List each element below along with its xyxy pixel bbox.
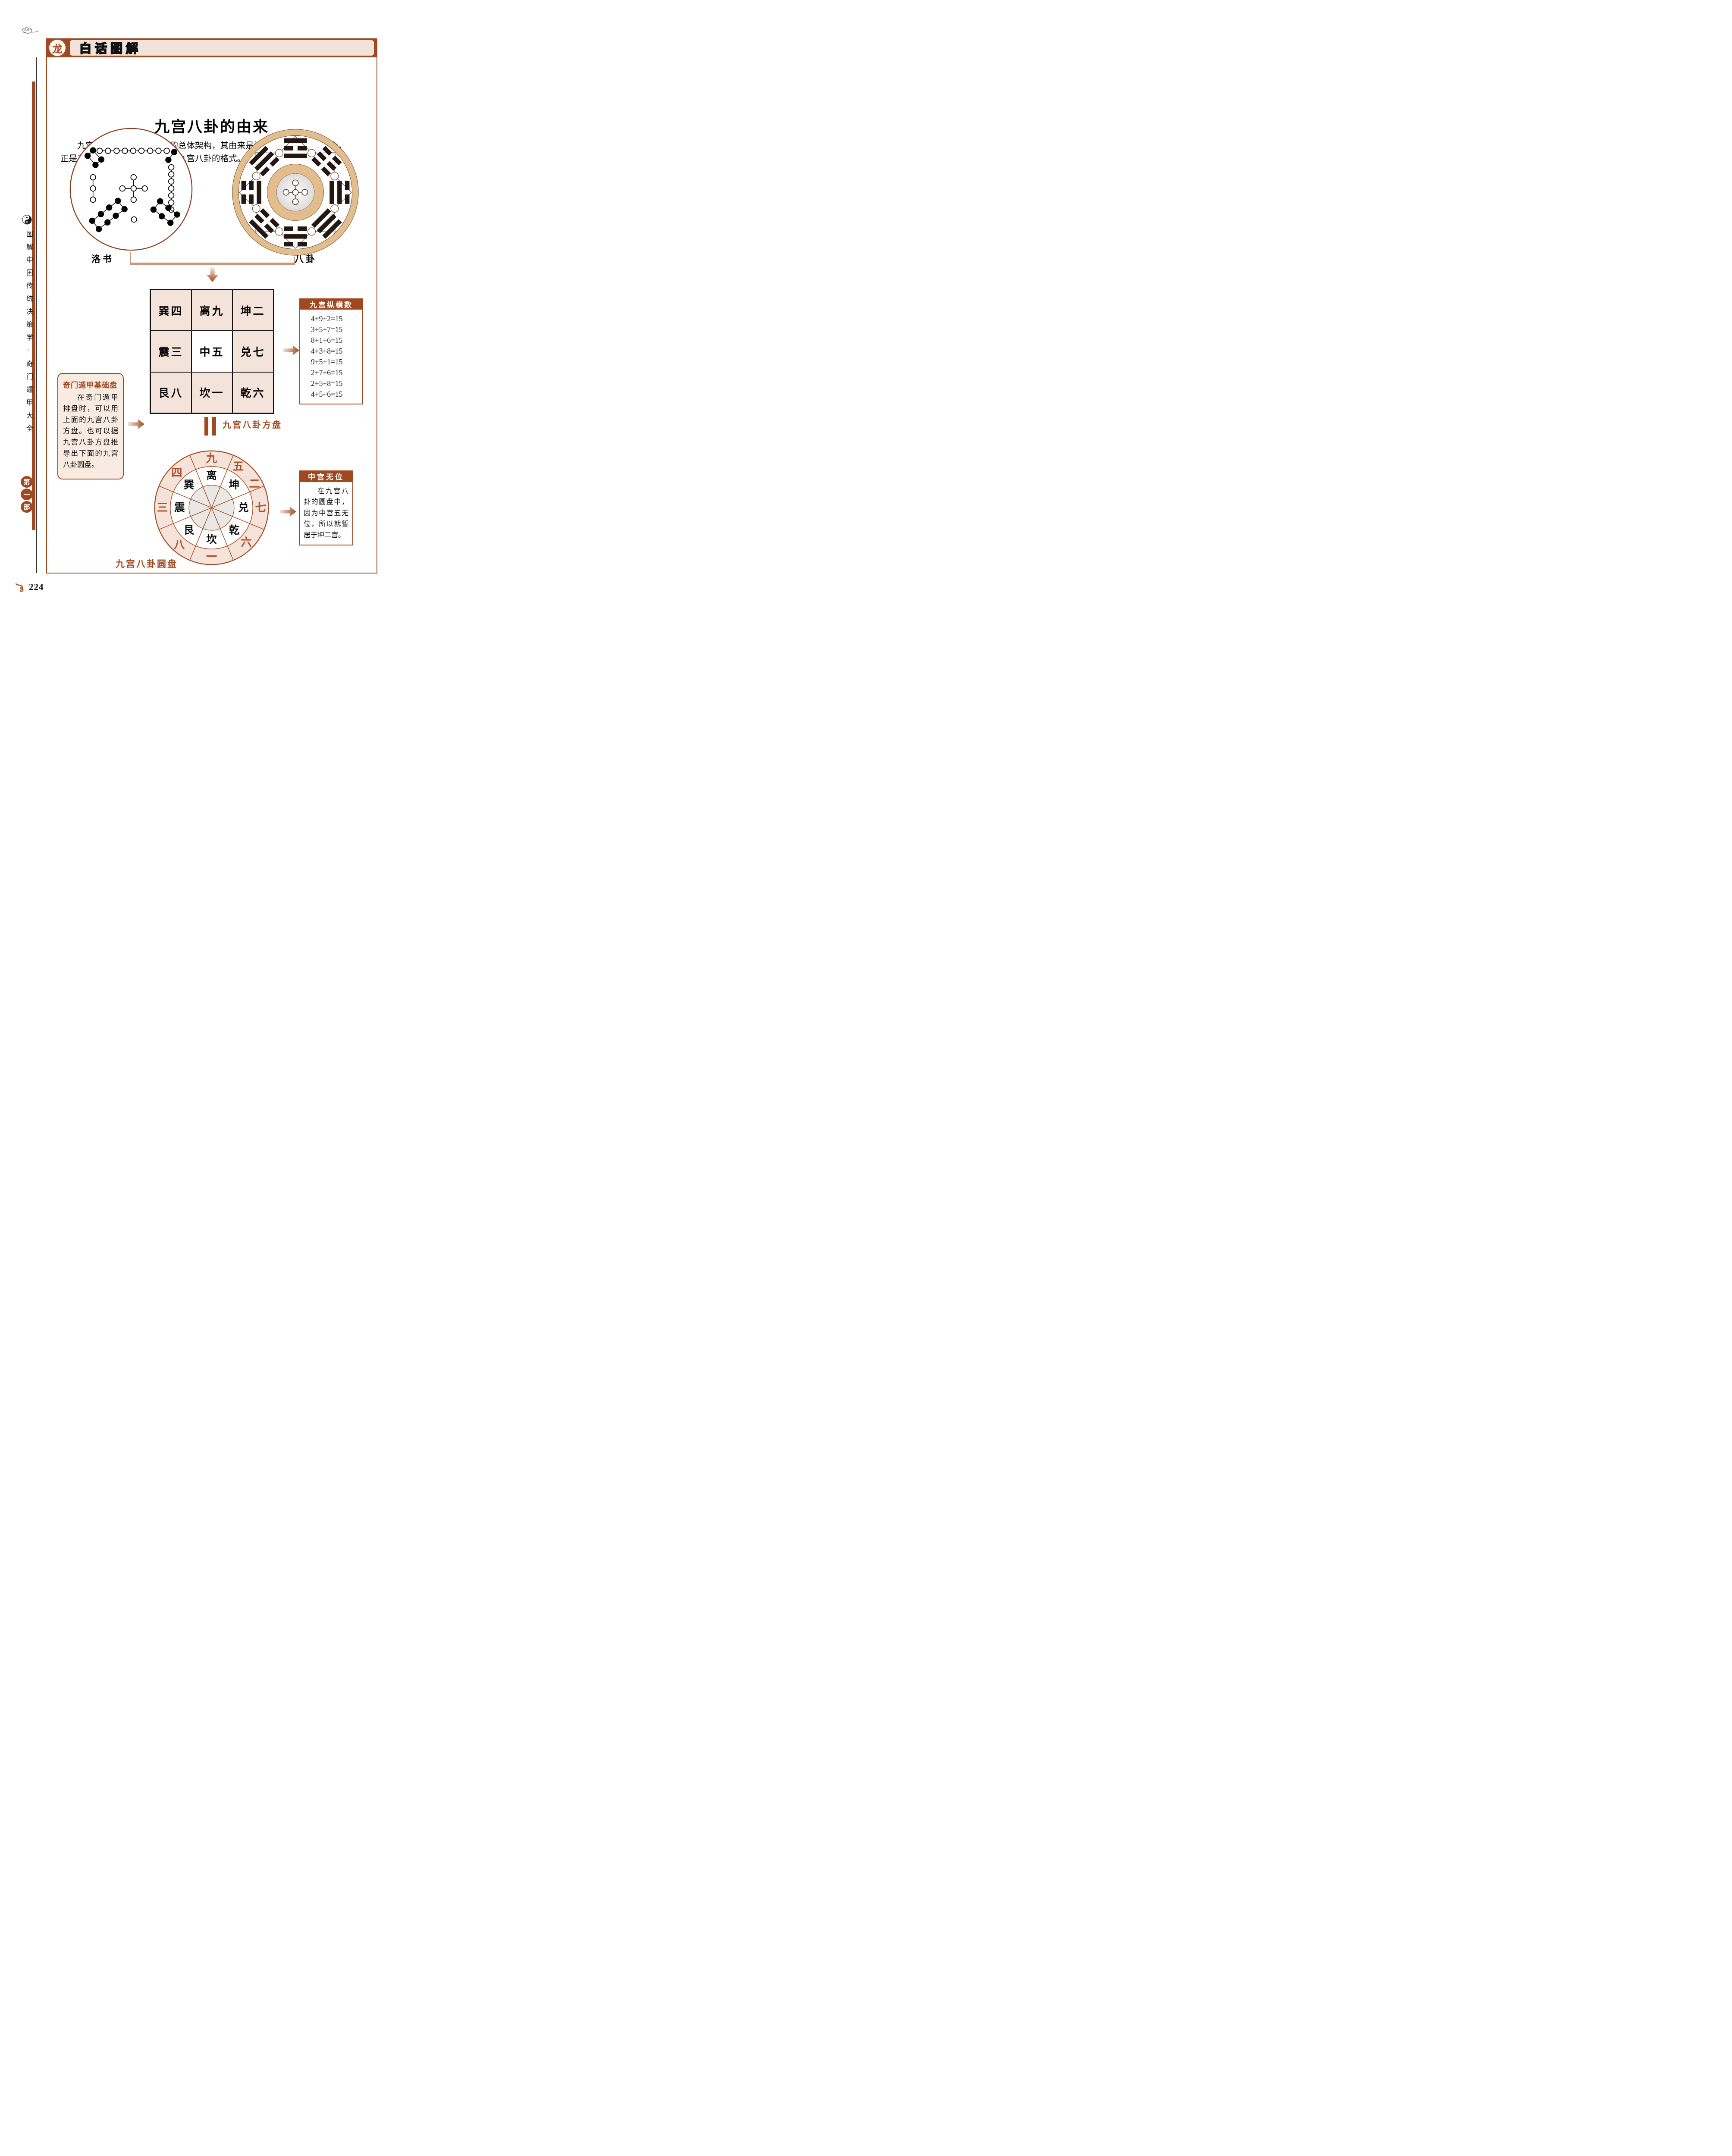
page-title: 九宫八卦的由来	[154, 119, 269, 135]
grid-cell-巽四: 巽四	[151, 290, 191, 331]
luoshu-label: 洛书	[91, 254, 114, 264]
sum-equation: 4+5+6=15	[311, 390, 343, 398]
magic-square-grid: 巽四离九坤二震三中五兑七艮八坎一乾六	[150, 289, 274, 414]
book-page: 图解中国传统决策学·奇门遁甲大全 第 一 部 龙 白话图解 九宫八卦的由来 九宫…	[0, 0, 433, 611]
wheel-trigram-离: 离	[206, 470, 216, 482]
wheel-number-七: 七	[255, 502, 266, 514]
sum-equation: 4+9+2=15	[311, 314, 343, 323]
header-box: 白话图解	[70, 40, 374, 56]
part-badge-2: 一	[21, 489, 33, 500]
part-badge-1: 第	[21, 476, 33, 488]
yinyang-icon	[22, 215, 32, 225]
wheel-number-二: 二	[249, 478, 260, 490]
wheel-trigram-坤: 坤	[229, 479, 239, 491]
luoshu-diagram	[69, 128, 193, 251]
luoshu-dots-three	[90, 174, 96, 203]
luoshu-dots-one	[131, 216, 137, 223]
wheel-label: 九宫八卦圆盘	[116, 559, 178, 569]
luoshu-dots-eight	[89, 197, 128, 232]
sidebar-accent-bar	[32, 81, 35, 530]
bagua-label: 八卦	[295, 254, 317, 264]
trigram-震	[241, 181, 261, 204]
connector-right-stem	[294, 257, 295, 265]
sum-equation: 8+1+6=15	[311, 336, 343, 345]
trigram-巽	[249, 146, 279, 176]
part-badge-3: 部	[21, 501, 33, 513]
connector-left-stem	[130, 252, 131, 265]
grid-cell-兑七: 兑七	[233, 331, 273, 372]
grid-cell-震三: 震三	[151, 331, 191, 372]
wheel-trigram-艮: 艮	[184, 524, 195, 536]
center-palace-title: 中宫无位	[299, 470, 353, 482]
base-plate-body: 在奇门遁甲排盘时，可以用上面的九宫八卦方盘。也可以据九宫八卦方盘推导出下面的九宫…	[63, 393, 118, 469]
luoshu-dots-two	[165, 149, 178, 163]
grid-cell-艮八: 艮八	[151, 372, 191, 413]
sums-box-title: 九宫纵横数	[299, 298, 363, 310]
wheel-number-三: 三	[157, 502, 168, 514]
wheel-number-八: 八	[174, 539, 185, 551]
trigram-离	[284, 138, 307, 158]
footer-swirl-icon	[16, 583, 24, 592]
sum-equation: 2+7+6=15	[311, 368, 343, 377]
sums-box: 九宫纵横数 4+9+2=15 3+5+7=15 8+1+6=15 4+3+8=15 9+…	[299, 298, 363, 404]
wheel-number-九: 九	[206, 453, 217, 465]
luoshu-dots-six	[150, 198, 180, 226]
bagua-diagram	[232, 129, 359, 256]
luoshu-dots-nine	[96, 147, 170, 154]
page-number: 224	[29, 582, 44, 592]
square-plate-label: 九宫八卦方盘	[223, 420, 282, 430]
wheel-number-六: 六	[241, 536, 251, 548]
dragon-seal-icon: 龙	[48, 39, 66, 57]
grid-cell-乾六: 乾六	[233, 372, 273, 413]
luoshu-dots-four	[85, 147, 105, 168]
wheel-number-一: 一	[206, 551, 217, 563]
sums-box-body: 4+9+2=15 3+5+7=15 8+1+6=15 4+3+8=15 9+5+1=15…	[299, 310, 363, 404]
series-title-vertical: 图解中国传统决策学·奇门遁甲大全	[25, 230, 32, 438]
luoshu-dots-five	[119, 174, 148, 203]
center-palace-box: 中宫无位 在九宫八卦的圆盘中，因为中宫五无位，所以就暂居于坤二宫。	[299, 470, 353, 546]
trigram-坎	[284, 226, 307, 247]
sum-equation: 9+5+1=15	[311, 357, 343, 366]
sum-equation: 3+5+7=15	[311, 325, 343, 334]
wheel-trigram-兑: 兑	[238, 501, 248, 514]
equals-bar-right	[212, 417, 216, 436]
sum-equation: 4+3+8=15	[311, 347, 343, 355]
sidebar-rule-line	[36, 57, 37, 573]
trigram-艮	[249, 208, 279, 239]
wheel-number-四: 四	[171, 467, 182, 479]
grid-cell-中五: 中五	[192, 331, 232, 372]
trigram-坤	[311, 146, 342, 176]
base-plate-title: 奇门遁甲基础盘	[63, 381, 117, 389]
grid-cell-离九: 离九	[192, 290, 232, 331]
wheel-number-五: 五	[233, 461, 244, 473]
grid-cell-坤二: 坤二	[233, 290, 273, 331]
cloud-motif-icon	[22, 27, 38, 34]
sum-equation: 2+5+8=15	[311, 379, 343, 388]
trigram-兑	[329, 181, 350, 204]
wheel-trigram-巽: 巽	[184, 479, 194, 491]
equals-bar-left	[204, 417, 208, 436]
center-palace-body: 在九宫八卦的圆盘中，因为中宫五无位，所以就暂居于坤二宫。	[299, 482, 353, 546]
grid-cell-坎一: 坎一	[192, 372, 232, 413]
base-plate-box: 奇门遁甲基础盘 在奇门遁甲排盘时，可以用上面的九宫八卦方盘。也可以据九宫八卦方盘…	[57, 373, 124, 479]
wheel-trigram-坎: 坎	[206, 534, 217, 545]
wheel-trigram-震: 震	[174, 502, 185, 514]
header-tagline: 白话图解	[79, 41, 142, 56]
wheel-trigram-乾: 乾	[229, 524, 240, 536]
trigram-乾	[311, 208, 342, 239]
connector-bar	[130, 263, 295, 265]
